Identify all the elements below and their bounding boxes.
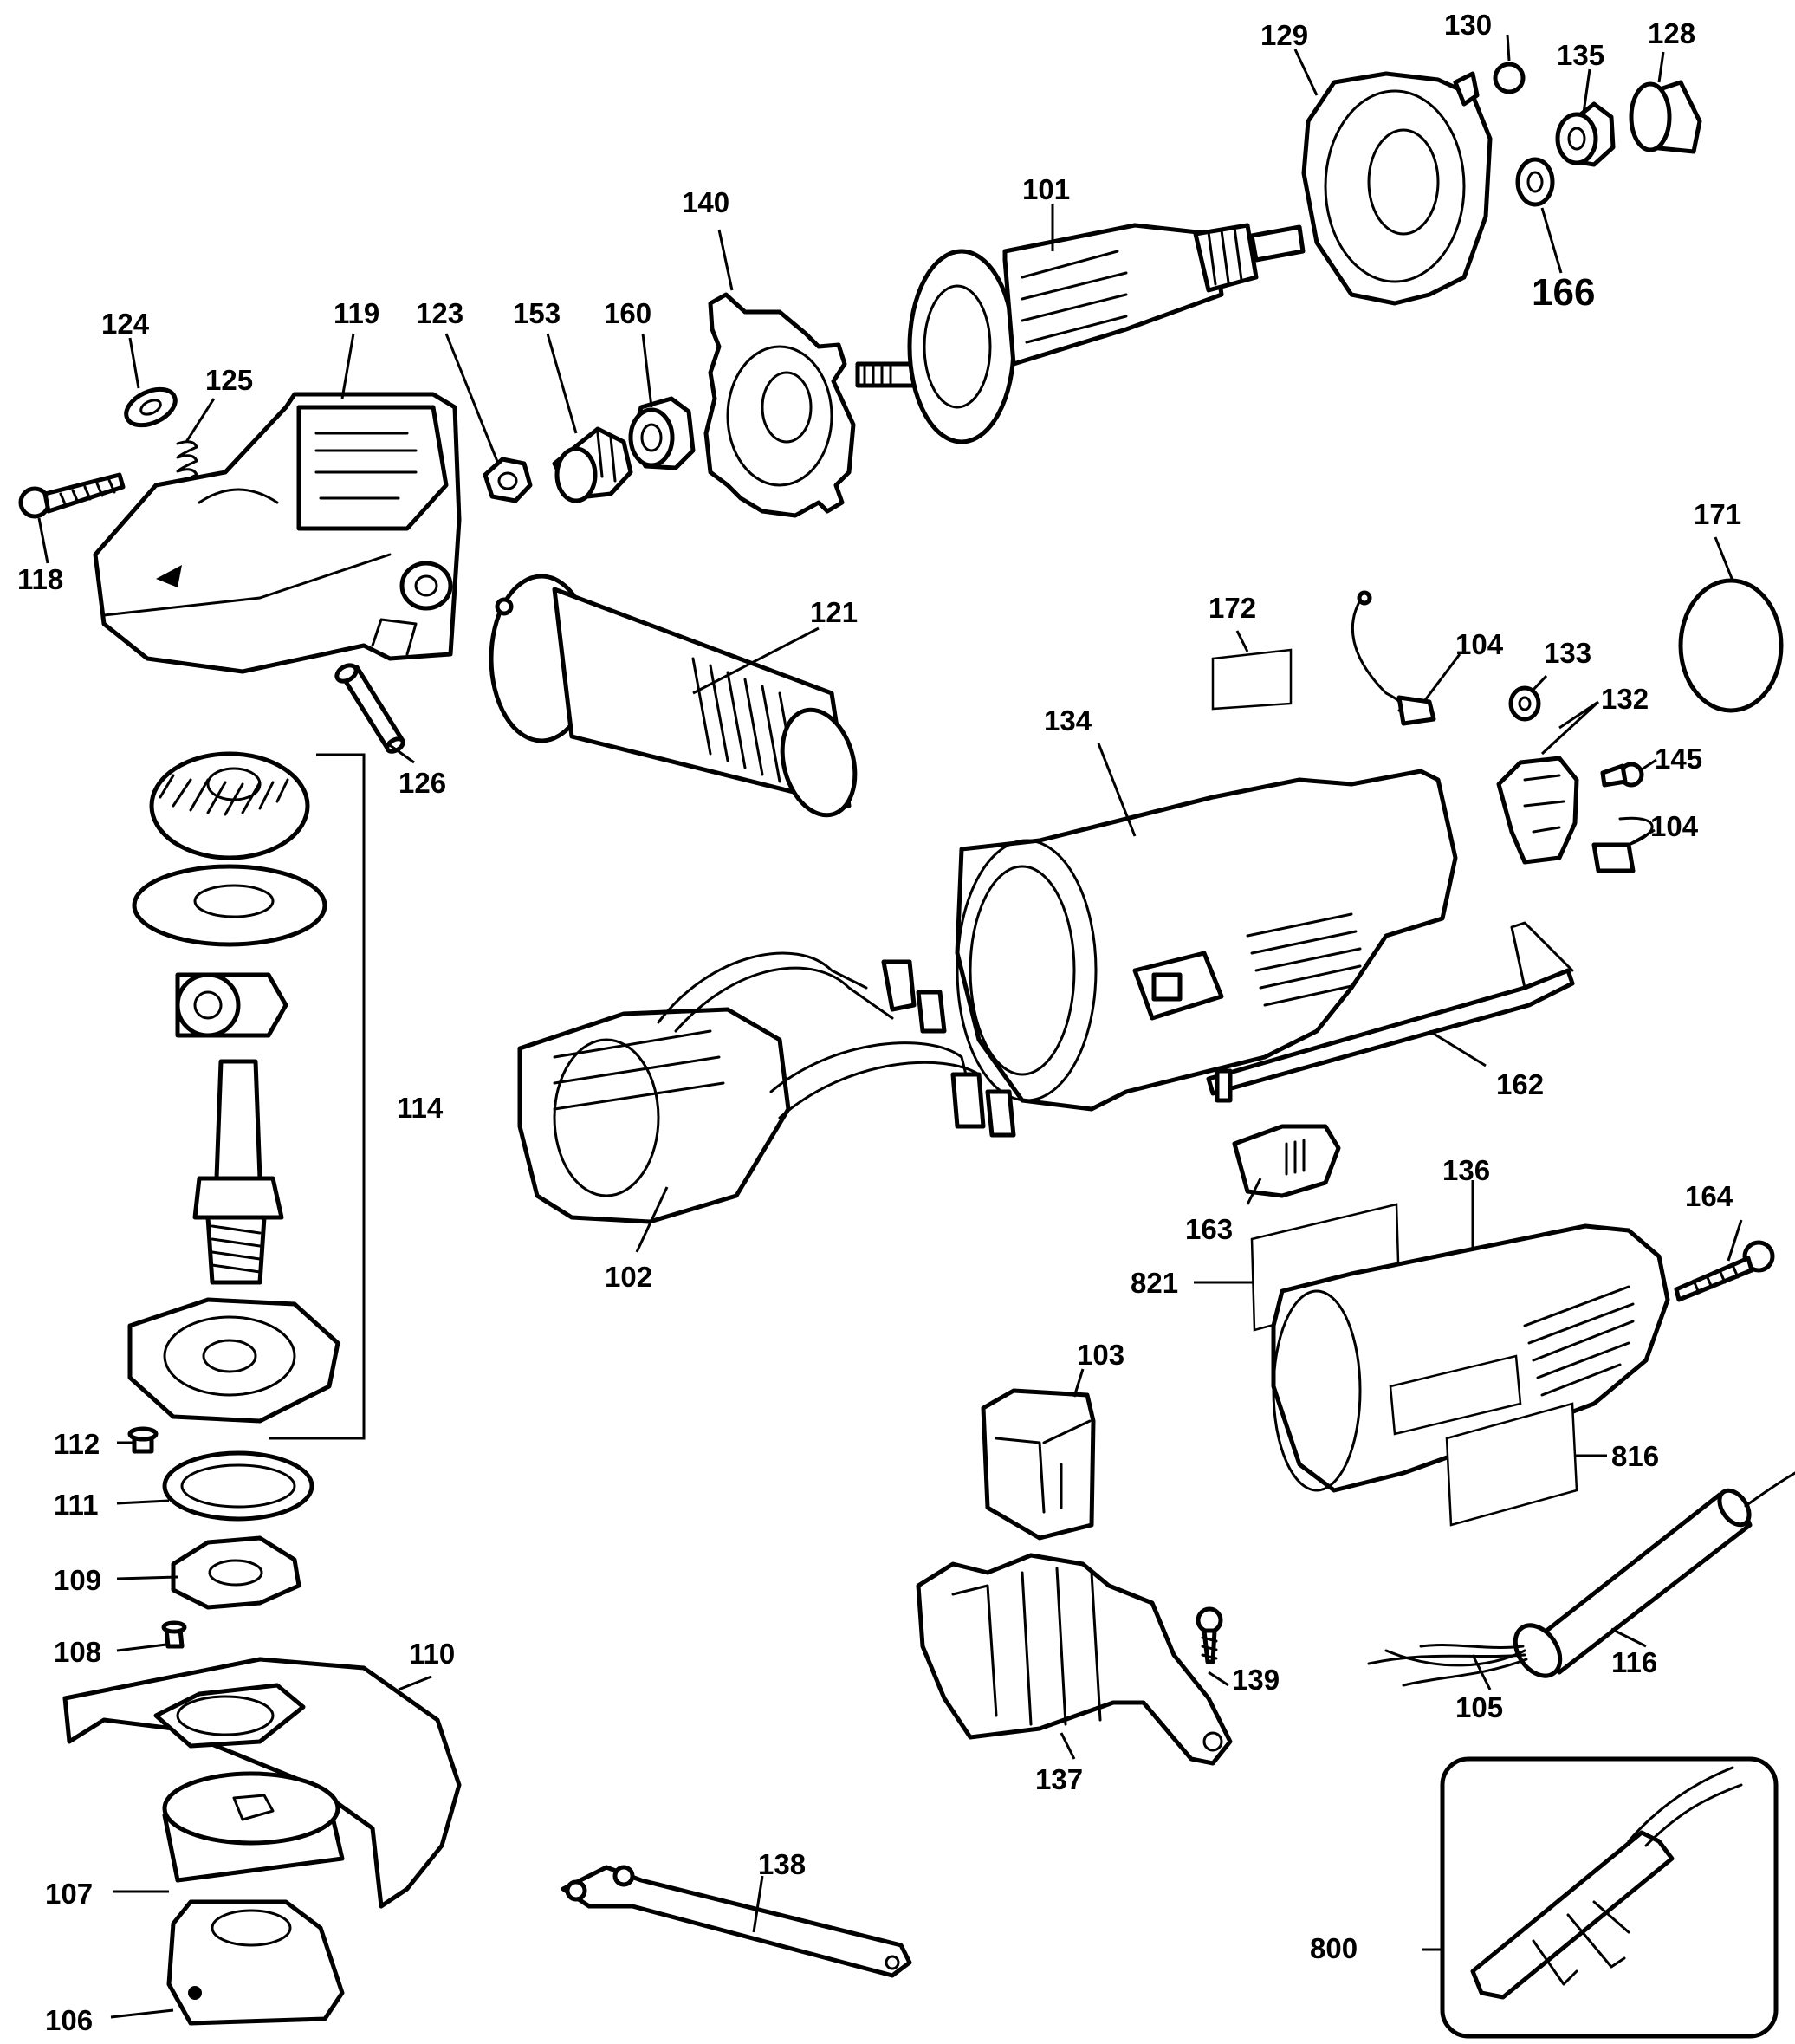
callout-171: 171 [1694,498,1741,530]
part-138-spanner [561,1865,912,1978]
callout-132: 132 [1601,683,1649,715]
callout-163: 163 [1185,1213,1233,1245]
part-108-screw [161,1620,187,1649]
callout-101: 101 [1022,173,1070,205]
callout-130: 130 [1444,9,1492,41]
part-137-switch-mount [916,1553,1233,1766]
callout-164: 164 [1685,1180,1733,1212]
callout-116: 116 [1611,1646,1657,1678]
callout-102: 102 [605,1261,652,1293]
callout-162: 162 [1496,1068,1544,1100]
callout-108: 108 [54,1636,101,1668]
callout-126: 126 [399,767,446,799]
callout-133: 133 [1544,637,1591,669]
part-166-washer [1515,157,1555,207]
part-123-nut [483,457,533,503]
callout-139: 139 [1232,1664,1280,1696]
part-171-ring [1678,578,1784,713]
part-114-spindle-assembly [127,751,340,1424]
callout-135: 135 [1557,39,1604,71]
callout-118: 118 [17,563,63,595]
part-145-screw [1600,762,1644,788]
part-163-switch-button [1232,1124,1341,1198]
callout-104-lower: 104 [1650,810,1699,842]
callout-103: 103 [1077,1339,1124,1371]
callout-123: 123 [416,297,463,329]
part-139-screw [1196,1606,1223,1664]
callout-121: 121 [810,596,858,628]
part-105-cord [1367,1644,1528,1687]
callout-136: 136 [1442,1154,1490,1186]
part-109-plate [171,1535,301,1610]
callout-172: 172 [1209,592,1256,624]
part-121-side-handle [489,574,858,818]
part-172-label [1211,648,1293,711]
callout-134: 134 [1044,704,1092,736]
part-111-ring [162,1450,314,1522]
part-126-pin [334,663,405,754]
part-112-screw [127,1426,159,1454]
part-816-label [1445,1402,1578,1527]
part-160-bearing [628,396,696,470]
callout-119: 119 [334,297,379,329]
callout-112: 112 [54,1428,100,1460]
part-153-pinion [552,426,633,503]
part-101-armature [855,223,1306,444]
callout-110: 110 [409,1638,455,1670]
part-130-plug [1493,62,1526,94]
part-125-spring [176,440,198,487]
part-134-motor-housing [955,769,1458,1112]
part-102-field [517,951,1016,1224]
part-129-end-bell [1301,71,1493,306]
callout-105: 105 [1455,1691,1503,1723]
callout-129: 129 [1260,19,1308,51]
callout-114: 114 [397,1092,444,1124]
callout-128: 128 [1648,17,1695,49]
part-136-rear-housing [1271,1223,1670,1493]
part-162-switch-rod [1206,921,1575,1103]
callout-166: 166 [1532,271,1595,314]
callout-140: 140 [682,186,729,218]
callout-104-top: 104 [1455,628,1504,660]
callout-145: 145 [1655,743,1702,775]
part-118-screw [18,472,126,519]
part-124-nut [124,386,178,428]
part-164-screw [1674,1240,1775,1302]
callout-153: 153 [513,297,561,329]
callout-160: 160 [604,297,651,329]
callout-821: 821 [1131,1267,1178,1299]
part-104-brush-top [1351,590,1436,726]
part-800-inset [1440,1756,1779,2039]
part-116-cord-guard [1513,1471,1795,1678]
part-104-brush-lower [1591,816,1654,873]
bracket-114 [269,753,366,1440]
callout-138: 138 [758,1848,806,1880]
callout-800: 800 [1310,1932,1358,1964]
part-132-brush-holder [1496,756,1579,865]
part-133-spring-clip [1508,685,1541,722]
part-135-bearing [1555,101,1616,167]
part-140-baffle [703,292,856,518]
callout-111: 111 [54,1489,98,1521]
part-128-sleeve [1629,80,1702,154]
callout-106: 106 [45,2004,93,2036]
callout-137: 137 [1035,1763,1083,1795]
part-106-nut [166,1899,345,2026]
callout-107: 107 [45,1878,93,1910]
callout-109: 109 [54,1564,101,1596]
part-110-guard [62,1657,462,1909]
leader-lines [37,34,1743,2019]
part-103-switch [981,1388,1096,1541]
part-119-gear-case [93,392,462,674]
callout-124: 124 [101,308,150,340]
part-107-flange [162,1771,345,1883]
callout-labels: 129 130 135 128 166 101 140 124 125 119 … [17,9,1741,2036]
callout-816: 816 [1611,1440,1659,1472]
callout-125: 125 [205,364,253,396]
